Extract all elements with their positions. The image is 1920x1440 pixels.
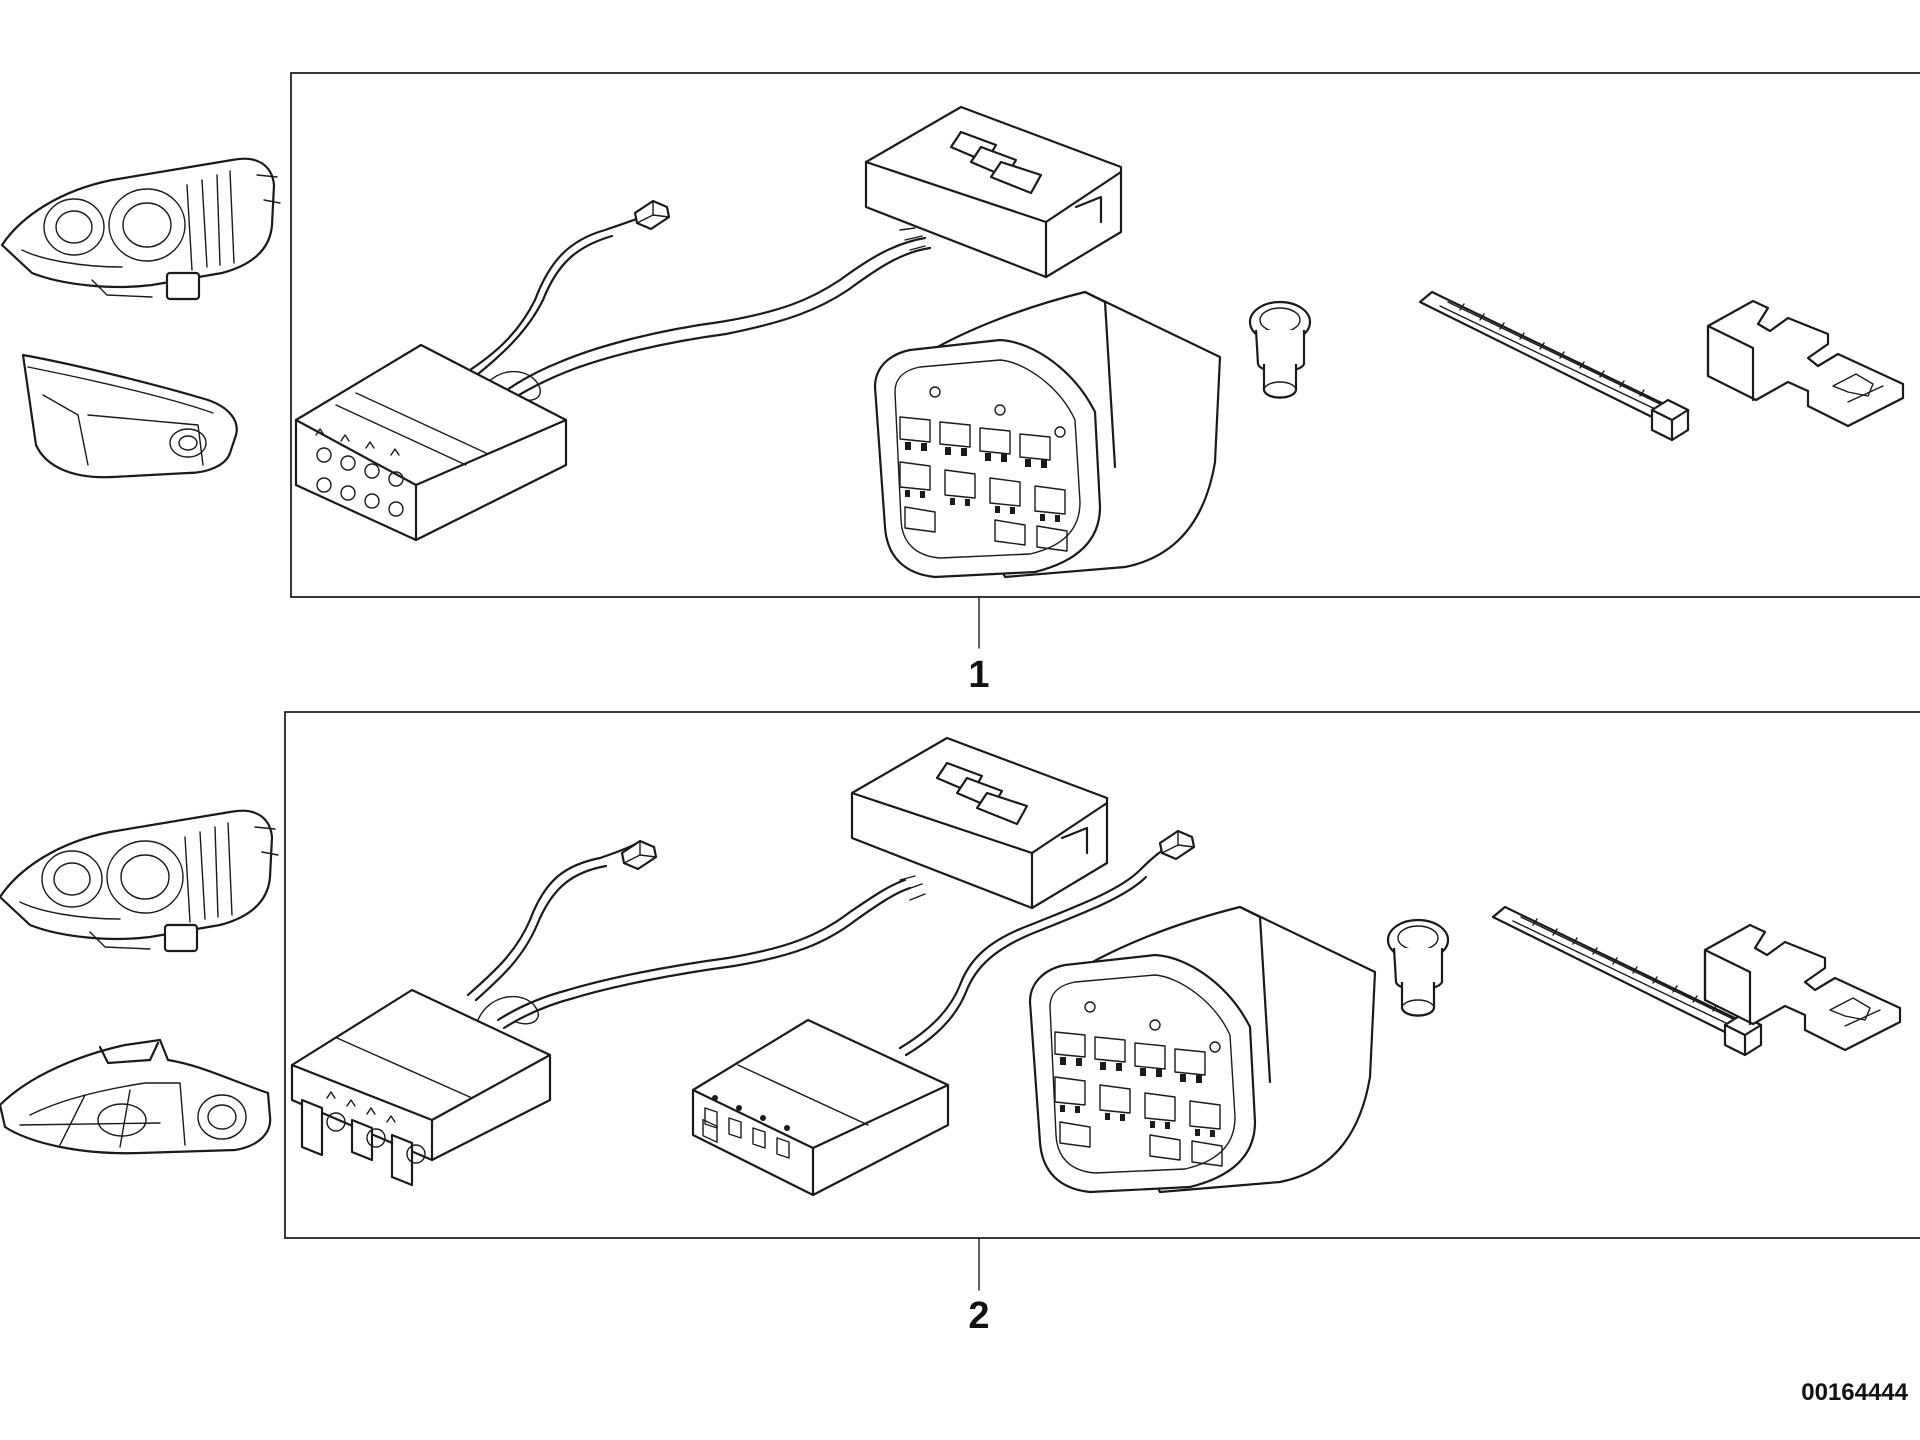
relay-box-icon [864,105,1123,279]
spade-terminal-icon [1158,829,1196,861]
grommet-icon [1248,300,1312,400]
relay-box-icon [850,736,1109,910]
headlight-icon [0,809,280,953]
callout-1-label: 1 [968,654,989,696]
spade-terminal-icon [633,199,671,231]
headlight-connector-icon [873,290,1222,579]
spade-terminal-icon [620,839,658,871]
release-tool-icon [1706,299,1905,428]
kit-1-frame [290,72,1920,598]
kit-2-frame [284,711,1920,1239]
wiring-harness [468,210,932,405]
drawing-number: 00164444 [1801,1379,1908,1406]
headlight-connector-icon [1028,905,1377,1194]
cable-tie-icon [1418,290,1690,442]
callout-2-label: 2 [968,1295,989,1337]
taillight-icon [0,1038,272,1155]
wiring-harness [466,840,1177,1057]
taillight-icon [21,353,238,479]
connector-4-pin-icon [691,1018,950,1197]
grommet-icon [1386,918,1450,1018]
headlight-icon [0,157,282,301]
connector-3-pin-icon [290,988,552,1187]
